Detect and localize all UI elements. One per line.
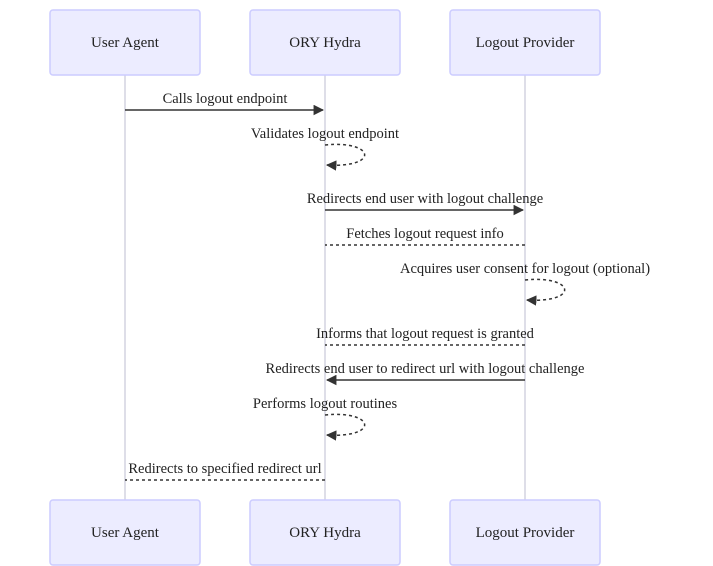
- message-label: Informs that logout request is granted: [316, 326, 535, 342]
- message-validates-logout-endpoint: Validates logout endpoint: [251, 126, 399, 171]
- actor-label: ORY Hydra: [289, 35, 361, 51]
- message-label: Acquires user consent for logout (option…: [400, 261, 650, 277]
- message-redirects-with-logout-challenge: Redirects end user with logout challenge: [307, 191, 543, 216]
- message-redirects-to-redirect-url: Redirects end user to redirect url with …: [266, 361, 585, 386]
- actor-bottom-user-agent: User Agent: [49, 499, 201, 566]
- message-redirects-to-specified-url: Redirects to specified redirect url: [125, 461, 325, 481]
- message-label: Validates logout endpoint: [251, 126, 399, 142]
- message-calls-logout-endpoint: Calls logout endpoint: [125, 91, 325, 116]
- message-fetches-logout-request-info: Fetches logout request info: [325, 226, 525, 246]
- actor-top-logout-provider: Logout Provider: [449, 9, 601, 76]
- message-label: Redirects end user to redirect url with …: [266, 361, 585, 377]
- actor-label: Logout Provider: [476, 525, 575, 541]
- message-performs-logout-routines: Performs logout routines: [253, 396, 398, 441]
- actor-top-user-agent: User Agent: [49, 9, 201, 76]
- actor-label: User Agent: [91, 35, 160, 51]
- actor-top-ory-hydra: ORY Hydra: [249, 9, 401, 76]
- message-acquires-user-consent: Acquires user consent for logout (option…: [400, 261, 650, 306]
- self-loop-arrow: [324, 143, 366, 171]
- message-label: Fetches logout request info: [346, 226, 503, 242]
- message-label: Calls logout endpoint: [163, 91, 288, 107]
- actor-bottom-ory-hydra: ORY Hydra: [249, 499, 401, 566]
- message-label: Performs logout routines: [253, 396, 398, 412]
- actor-bottom-logout-provider: Logout Provider: [449, 499, 601, 566]
- actor-label: User Agent: [91, 525, 160, 541]
- actor-label: ORY Hydra: [289, 525, 361, 541]
- self-loop-arrow: [324, 413, 366, 441]
- self-loop-arrow: [524, 278, 566, 306]
- message-informs-logout-granted: Informs that logout request is granted: [316, 326, 535, 346]
- actor-label: Logout Provider: [476, 35, 575, 51]
- message-label: Redirects to specified redirect url: [128, 461, 321, 477]
- message-label: Redirects end user with logout challenge: [307, 191, 543, 207]
